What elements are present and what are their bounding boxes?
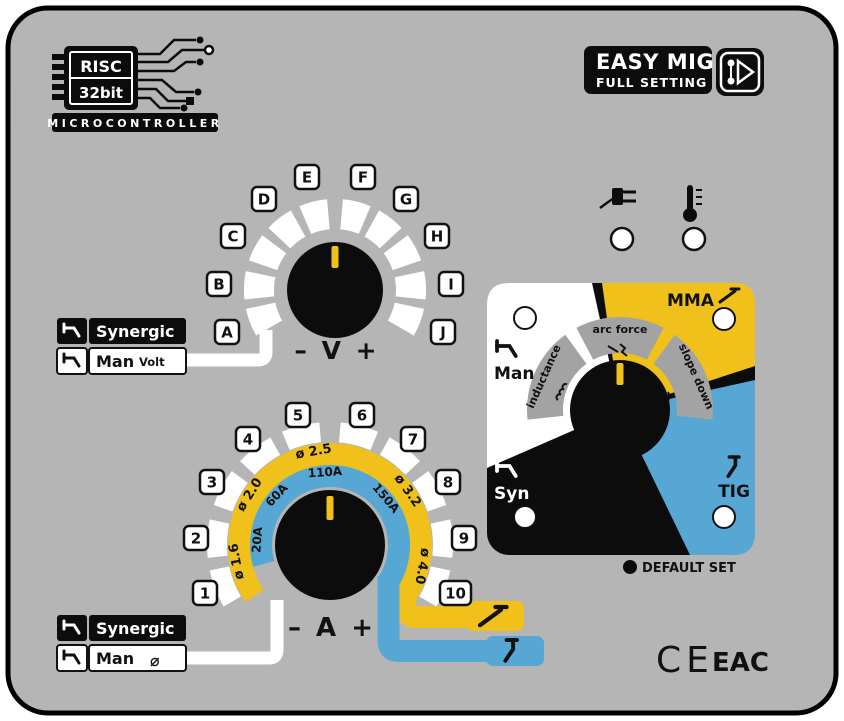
man-led bbox=[513, 306, 537, 330]
wire-feed-icon bbox=[716, 48, 764, 96]
voltage-caption: – V + bbox=[294, 336, 379, 365]
manual-sub-label: Volt bbox=[139, 355, 165, 369]
electrode-size-label: ø 1.6 bbox=[226, 542, 247, 581]
mode-selector-panel: inductance arc force slope down Man MMA … bbox=[487, 283, 755, 555]
plug-icon bbox=[599, 188, 636, 210]
syn-led bbox=[513, 505, 537, 529]
tig-sector-label: TIG bbox=[718, 482, 750, 502]
current-mode-legend: Synergic Man ⌀ bbox=[56, 615, 187, 672]
electrode-size-label: ø 4.0 bbox=[411, 547, 432, 586]
power-indicator bbox=[599, 188, 636, 252]
current-scale-label: 10 bbox=[445, 585, 466, 603]
current-caption: – A + bbox=[288, 613, 376, 643]
voltage-dial: A B C D E F G H I J – V + bbox=[184, 163, 465, 367]
voltage-scale-label: H bbox=[431, 228, 444, 246]
circuit-traces-icon bbox=[138, 36, 215, 112]
current-scale-label: 3 bbox=[207, 474, 217, 492]
easy-mig-badge: EASY MIG FULL SETTING bbox=[584, 46, 764, 96]
electrode-size-label: ø 2.5 bbox=[294, 441, 333, 462]
synergic-label-box bbox=[89, 318, 186, 344]
mode-knob-indicator bbox=[616, 363, 624, 385]
current-scale-label: 5 bbox=[293, 407, 303, 425]
current-scale-labels: 1 2 3 4 5 6 7 8 9 10 bbox=[182, 401, 478, 607]
voltage-mode-connector bbox=[184, 330, 273, 367]
current-knob-indicator bbox=[326, 496, 334, 520]
voltage-scale-label: J bbox=[439, 324, 446, 342]
voltage-scale-label: F bbox=[358, 169, 368, 187]
manual-icon-box bbox=[56, 347, 88, 375]
voltage-knob-indicator bbox=[331, 246, 339, 268]
slope-down-segment bbox=[652, 334, 713, 420]
manual-icon-box bbox=[56, 644, 88, 672]
inductance-segment bbox=[527, 334, 588, 420]
mode-knob[interactable] bbox=[570, 360, 670, 460]
inductance-icon bbox=[555, 383, 568, 401]
overheat-indicator bbox=[681, 185, 707, 252]
thermometer-icon bbox=[683, 185, 702, 222]
voltage-scale-label: C bbox=[227, 228, 238, 246]
arc-force-label: arc force bbox=[593, 323, 648, 336]
voltage-scale-label: D bbox=[258, 191, 270, 209]
manual-label: Man bbox=[96, 649, 134, 668]
badge-plate bbox=[584, 46, 712, 94]
current-scale-label: 1 bbox=[200, 585, 210, 603]
synergic-icon-box bbox=[57, 615, 87, 641]
man-sector-label: Man bbox=[494, 364, 535, 384]
default-set-dot bbox=[623, 560, 637, 574]
arc-force-icon bbox=[607, 343, 628, 357]
tig-process-box bbox=[486, 636, 544, 666]
microcontroller-label: MICROCONTROLLER bbox=[47, 117, 222, 130]
voltage-knob[interactable] bbox=[287, 242, 383, 338]
overheat-led bbox=[681, 226, 707, 252]
arc-force-segment bbox=[576, 317, 664, 361]
microcontroller-bar bbox=[52, 113, 218, 132]
current-scale-label: 2 bbox=[191, 530, 201, 548]
default-set-label: DEFAULT SET bbox=[642, 561, 736, 576]
mma-led bbox=[712, 307, 736, 331]
ce-mark: CE bbox=[656, 640, 714, 681]
chip-icon bbox=[52, 46, 138, 110]
synergic-label: Synergic bbox=[96, 619, 175, 638]
current-value-label: 20A bbox=[249, 526, 265, 554]
voltage-scale-label: A bbox=[221, 324, 233, 342]
default-set: DEFAULT SET bbox=[623, 560, 736, 576]
current-scale-label: 4 bbox=[243, 431, 253, 449]
current-dial: ø 1.6 ø 2.0 ø 2.5 ø 3.2 ø 4.0 20A 60A 11… bbox=[182, 401, 544, 666]
voltage-mode-legend: Synergic Man Volt bbox=[56, 318, 187, 375]
current-scale-label: 9 bbox=[459, 530, 469, 548]
mma-sector-label: MMA bbox=[667, 291, 715, 311]
manual-label: Man bbox=[96, 352, 134, 371]
voltage-scale-label: I bbox=[448, 276, 454, 294]
chip-line2: 32bit bbox=[79, 84, 123, 102]
tig-connector bbox=[377, 576, 488, 662]
current-scale-label: 8 bbox=[443, 474, 453, 492]
synergic-label: Synergic bbox=[96, 322, 175, 341]
syn-sector-label: Syn bbox=[494, 484, 529, 504]
badge-subtitle: FULL SETTING bbox=[596, 75, 707, 90]
synergic-icon-box bbox=[57, 318, 87, 344]
current-scale-label: 6 bbox=[357, 407, 367, 425]
mma-connector bbox=[394, 590, 468, 628]
current-mode-connector bbox=[184, 600, 284, 665]
voltage-scale-label: E bbox=[302, 169, 312, 187]
badge-title: EASY MIG bbox=[596, 50, 714, 74]
power-led bbox=[609, 226, 635, 252]
current-value-arc bbox=[250, 465, 410, 588]
synergic-label-box bbox=[89, 615, 186, 641]
current-scale-label: 7 bbox=[408, 431, 418, 449]
manual-label-box bbox=[88, 644, 187, 672]
chip-line1: RISC bbox=[80, 57, 122, 76]
voltage-scale-label: B bbox=[213, 276, 224, 294]
wire-diameter-icon: ⌀ bbox=[150, 651, 160, 670]
eac-mark: EAC bbox=[712, 648, 769, 678]
microcontroller-logo: RISC 32bit MICROCONTROLLER bbox=[47, 36, 222, 132]
current-knob[interactable] bbox=[275, 490, 385, 600]
electrode-size-arc bbox=[228, 442, 432, 603]
manual-label-box bbox=[88, 347, 187, 375]
voltage-scale-labels: A B C D E F G H I J bbox=[205, 163, 465, 346]
certification-marks: CE EAC bbox=[656, 640, 769, 681]
current-value-label: 110A bbox=[307, 464, 343, 480]
voltage-scale-label: G bbox=[400, 191, 412, 209]
tig-led bbox=[712, 505, 736, 529]
